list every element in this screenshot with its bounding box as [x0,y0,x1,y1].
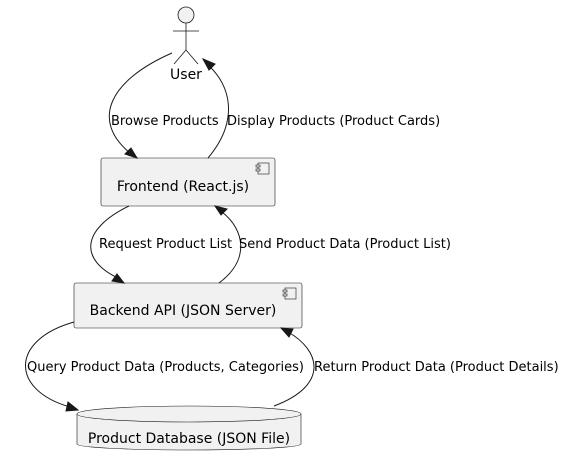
component-icon [255,162,270,175]
edge-line [25,321,75,408]
backend-label: Backend API (JSON Server) [90,303,277,319]
actor-right-leg [185,49,199,65]
edge-label-send-product-data: Send Product Data (Product List) [239,237,451,252]
edge-line [207,65,230,159]
database-label: Product Database (JSON File) [88,431,290,447]
edge-label-return-product-data: Return Product Data (Product Details) [314,360,559,375]
edge-line [273,331,315,407]
edge-send-product-data: Send Product Data (Product List) [213,205,451,284]
edge-request-product-list: Request Product List [90,205,232,284]
arrowhead [201,57,216,71]
arrowhead [111,273,126,284]
database-cylinder-top [76,405,302,423]
edge-display-products: Display Products (Product Cards) [201,57,440,159]
arrowhead [279,327,294,338]
actor-head [177,6,195,24]
component-icon [282,287,297,300]
frontend-component: Frontend (React.js) [100,157,276,207]
edge-label-query-product-data: Query Product Data (Products, Categories… [27,360,304,375]
edge-query-product-data: Query Product Data (Products, Categories… [25,321,304,412]
edge-label-browse-products: Browse Products [111,114,219,129]
arrowhead [124,147,139,159]
frontend-label: Frontend (React.js) [117,179,249,195]
actor-left-leg [173,49,187,65]
backend-component: Backend API (JSON Server) [73,282,303,329]
arrowhead [65,401,80,412]
edge-line [218,211,242,284]
database-cylinder-body [76,414,302,451]
edge-label-display-products: Display Products (Product Cards) [227,114,440,129]
edge-browse-products: Browse Products [108,52,219,159]
backend-box [73,282,303,329]
edge-return-product-data: Return Product Data (Product Details) [273,327,559,407]
edge-label-request-product-list: Request Product List [99,237,232,252]
product-database: Product Database (JSON File) [76,405,302,451]
frontend-box [100,157,276,207]
edge-line [90,205,130,279]
actor-label: User [170,67,202,83]
user-actor: User [170,6,202,83]
arrowhead [213,205,228,216]
edge-line [108,52,173,154]
